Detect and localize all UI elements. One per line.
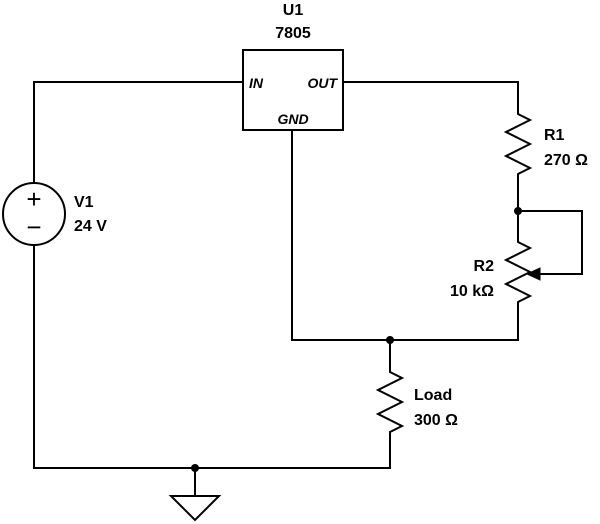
load-zigzag bbox=[375, 366, 405, 438]
wire-r2-bottom bbox=[291, 130, 519, 341]
source-minus-sign: − bbox=[26, 212, 41, 242]
wire-out-to-r1 bbox=[342, 81, 519, 109]
r2-value: 10 kΩ bbox=[450, 283, 494, 300]
load-value: 300 Ω bbox=[414, 412, 458, 429]
resistor-r1: R1 270 Ω bbox=[503, 108, 588, 180]
source-circle bbox=[2, 182, 66, 246]
wire-load-to-ground bbox=[33, 245, 391, 469]
junction-dot bbox=[386, 336, 394, 344]
resistor-load: Load 300 Ω bbox=[375, 366, 458, 438]
r1-zigzag bbox=[503, 108, 533, 180]
r1-value: 270 Ω bbox=[544, 152, 588, 169]
r2-wiper-arrow bbox=[525, 267, 541, 281]
voltage-source-v1: + − V1 24 V bbox=[2, 182, 107, 246]
wires bbox=[33, 81, 583, 497]
load-ref: Load bbox=[414, 387, 452, 404]
regulator-ref: U1 bbox=[283, 2, 304, 19]
pin-out-label: OUT bbox=[307, 75, 338, 91]
r2-zigzag bbox=[503, 236, 533, 306]
regulator-part: 7805 bbox=[275, 25, 311, 42]
potentiometer-r2: R2 10 kΩ bbox=[450, 236, 541, 306]
pin-gnd-label: GND bbox=[277, 111, 308, 127]
regulator-u1: U1 7805 IN OUT GND bbox=[242, 2, 344, 131]
regulator-body bbox=[242, 49, 344, 131]
source-ref: V1 bbox=[74, 194, 94, 211]
junction-dot bbox=[514, 207, 522, 215]
wire-vin-to-in bbox=[33, 81, 244, 184]
pin-in-label: IN bbox=[249, 75, 264, 91]
source-value: 24 V bbox=[74, 218, 107, 235]
wire-wiper-loop bbox=[517, 210, 583, 275]
r1-ref: R1 bbox=[544, 127, 565, 144]
junction-dot bbox=[191, 464, 199, 472]
r2-ref: R2 bbox=[474, 258, 495, 275]
source-plus-sign: + bbox=[26, 184, 41, 214]
ground-icon bbox=[168, 495, 222, 522]
